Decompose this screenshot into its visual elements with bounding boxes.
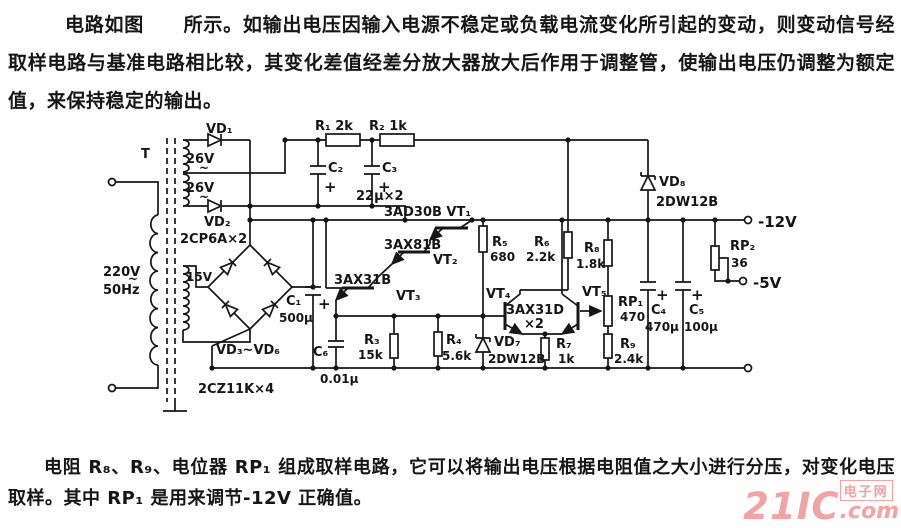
label-mains-freq: 50Hz <box>103 283 140 298</box>
label-vt3: VT₃ <box>396 289 421 304</box>
label-vt2-type: 3AX81B <box>384 238 441 253</box>
label-output-minus5: -5V <box>753 274 782 292</box>
label-c1: C₁ <box>286 294 301 309</box>
schematic-labels: T 220V 50Hz ~ 26V ~ 26V ~ 15V VD₁ VD₂ 2C… <box>103 119 797 397</box>
label-vt1: 3AD30B VT₁ <box>384 205 471 220</box>
label-winding-26v-a: 26V <box>186 152 214 167</box>
label-vd1: VD₁ <box>206 122 233 137</box>
label-r8-value: 1.8k <box>576 257 606 271</box>
label-r6: R₆ <box>534 235 550 250</box>
label-vd8: VD₈ <box>659 175 686 190</box>
transformer <box>107 138 286 412</box>
watermark: 21IC 电子网 .com <box>743 480 899 528</box>
output-stage <box>640 220 739 368</box>
capacitor-c4 <box>640 220 656 368</box>
label-mains-voltage: 220V <box>103 265 140 280</box>
label-vd2: VD₂ <box>204 215 231 230</box>
label-vd8-type: 2DW12B <box>656 195 718 210</box>
label-vt45-mult: ×2 <box>524 317 544 332</box>
intro-paragraph: 电路如图 所示。如输出电压因输入电源不稳定或负载电流变化所引起的变动，则变动信号… <box>8 14 895 112</box>
output-terminals <box>738 215 753 373</box>
capacitor-c6 <box>328 316 344 368</box>
polarity-plus: + <box>378 178 391 196</box>
caption-paragraph: 电阻 R₈、R₉、电位器 RP₁ 组成取样电路，它可以将输出电压根据电阻值之大小… <box>8 457 895 509</box>
label-bridge: VD₃~VD₆ <box>216 343 280 358</box>
label-vt45-type: 3AX31D <box>506 303 564 318</box>
label-c4: C₄ <box>651 303 667 318</box>
core <box>166 138 176 402</box>
junction-dots <box>209 137 731 371</box>
label-transformer: T <box>141 147 150 162</box>
label-r6-value: 2.2k <box>526 250 556 264</box>
label-c5: C₅ <box>689 303 704 318</box>
label-vt2: VT₂ <box>433 253 458 268</box>
label-vt4: VT₄ <box>486 287 511 302</box>
ac-tilde: ~ <box>128 272 138 286</box>
polarity-plus: + <box>691 286 704 304</box>
watermark-site-name: 电子网 <box>839 480 893 501</box>
label-r3-value: 15k <box>358 348 384 362</box>
capacitor-c2 <box>310 140 326 206</box>
filter-network <box>250 133 648 220</box>
label-r5: R₅ <box>492 235 508 250</box>
capacitor-c5 <box>675 220 691 368</box>
label-c3: C₃ <box>382 161 397 176</box>
label-r7: R₇ <box>556 337 572 352</box>
capacitor-c1 <box>305 220 321 368</box>
label-r9-value: 2.4k <box>614 352 644 366</box>
circuit-diagram: T 220V 50Hz ~ 26V ~ 26V ~ 15V VD₁ VD₂ 2C… <box>103 119 797 412</box>
label-vd12-type: 2CP6A×2 <box>180 232 247 247</box>
label-c4-value: 470μ <box>645 320 679 334</box>
label-vd7: VD₇ <box>494 335 521 350</box>
label-r8: R₈ <box>584 241 600 256</box>
label-output-minus12: -12V <box>758 213 797 231</box>
sampling-divider <box>603 220 613 368</box>
bias-network <box>328 220 505 368</box>
label-c6: C₆ <box>313 345 329 360</box>
watermark-brand: 21IC <box>743 485 840 528</box>
ac-tilde: ~ <box>199 161 209 175</box>
label-r4: R₄ <box>446 333 462 348</box>
diff-amplifier <box>503 140 603 368</box>
label-c2: C₂ <box>328 161 343 176</box>
label-rp1-value: 470 <box>620 310 645 324</box>
label-vd7-type: 2DW12B <box>488 352 545 366</box>
polarity-plus: + <box>324 178 337 196</box>
label-c1-value: 500μ <box>279 311 313 325</box>
polarity-plus: + <box>656 286 669 304</box>
label-vt3-type: 3AX31B <box>334 273 391 288</box>
label-r3: R₃ <box>364 333 380 348</box>
label-c5-value: 100μ <box>684 320 718 334</box>
label-rp2: RP₂ <box>730 239 755 254</box>
label-r2: R₂ 1k <box>369 119 407 134</box>
label-rp2-value: 36 <box>731 256 748 270</box>
label-r1: R₁ 2k <box>315 119 353 134</box>
ct-rectifier-diodes <box>183 132 251 245</box>
label-r5-value: 680 <box>490 250 515 264</box>
label-c6-value: 0.01μ <box>320 372 359 386</box>
ac-tilde: ~ <box>199 190 209 204</box>
polarity-plus: + <box>318 295 331 313</box>
label-r4-value: 5.6k <box>442 349 472 363</box>
label-bridge-type: 2CZ11K×4 <box>198 382 274 397</box>
bridge-rectifier <box>182 243 313 368</box>
capacitor-c3 <box>364 140 380 206</box>
label-vt5: VT₅ <box>582 285 607 300</box>
label-winding-15v: 15V <box>186 270 213 284</box>
watermark-tld: .com <box>839 499 899 524</box>
label-r9: R₉ <box>620 337 636 352</box>
earth-symbol <box>163 402 187 412</box>
label-rp1: RP₁ <box>618 295 643 310</box>
label-c2c3-value: 22μ×2 <box>356 189 404 204</box>
zener-vd8 <box>639 140 657 220</box>
label-winding-26v-b: 26V <box>186 181 214 196</box>
pass-transistors <box>325 219 473 316</box>
label-r7-value: 1k <box>558 352 575 366</box>
